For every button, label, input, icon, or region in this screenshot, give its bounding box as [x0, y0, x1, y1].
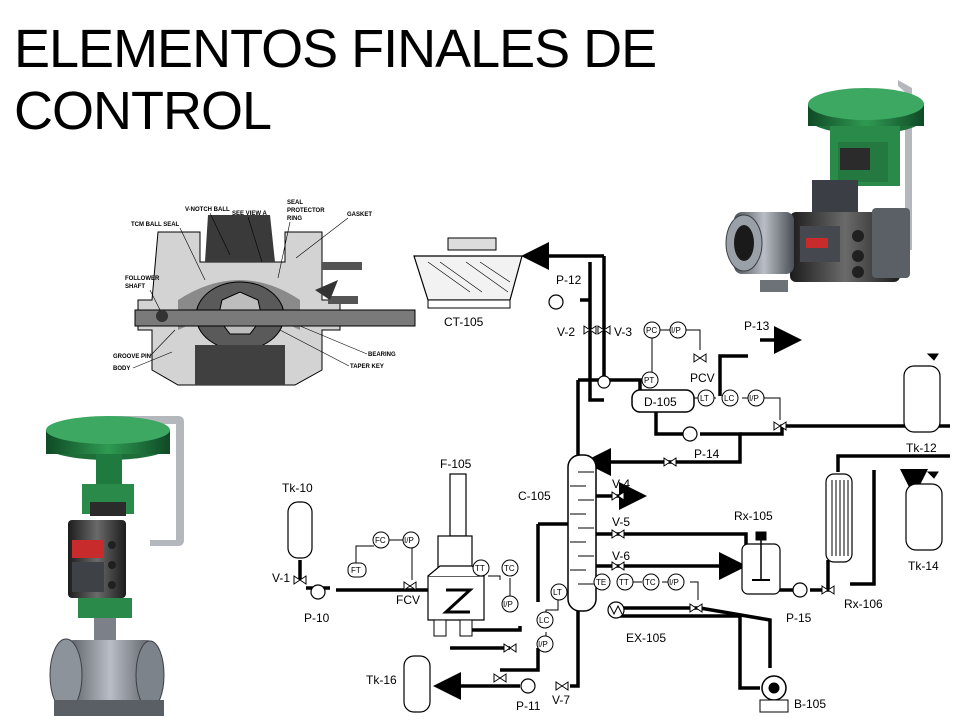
label-rx106: Rx-106 [844, 597, 883, 611]
instrument-tags: PC I/P PT LT LC I/P FC I/P FT TT TC I/P … [351, 326, 759, 649]
label-fcv: FCV [396, 593, 420, 607]
tank-tk12 [903, 353, 941, 433]
svg-text:SEAL: SEAL [287, 200, 303, 206]
svg-text:TCM BALL SEAL: TCM BALL SEAL [131, 222, 180, 228]
rotary-valve-photo [725, 80, 924, 292]
cutaway-labels: V-NOTCH BALL SEE VIEW A SEAL PROTECTOR R… [113, 200, 396, 372]
label-p15: P-15 [786, 611, 812, 625]
tag-lt-1: LT [700, 394, 709, 403]
label-rx105: Rx-105 [734, 509, 773, 523]
furnace-f105 [427, 473, 485, 637]
label-tk16: Tk-16 [366, 673, 397, 687]
svg-text:GROOVE PIN: GROOVE PIN [113, 354, 151, 360]
label-d105: D-105 [644, 395, 677, 409]
label-p12: P-12 [556, 273, 582, 287]
tag-fc: FC [375, 536, 386, 545]
svg-text:FOLLOWER: FOLLOWER [125, 276, 160, 282]
label-v7: V-7 [552, 693, 570, 707]
tag-tt-1: TT [475, 564, 485, 573]
label-v5: V-5 [612, 515, 630, 529]
svg-text:PROTECTOR: PROTECTOR [287, 208, 325, 214]
tag-ip-3: I/P [404, 536, 414, 545]
cooling-tower [413, 237, 523, 309]
ball-valve-cutaway [120, 188, 416, 390]
svg-text:SHAFT: SHAFT [125, 284, 145, 290]
label-v3: V-3 [614, 325, 632, 339]
label-b105: B-105 [794, 697, 826, 711]
page-title: ELEMENTOS FINALES DE CONTROL [14, 19, 657, 141]
label-v2: V-2 [557, 325, 575, 339]
tag-tt-2: TT [619, 578, 629, 587]
column-c105 [567, 454, 597, 612]
tag-pc: PC [646, 326, 657, 335]
tag-ip-6: I/P [669, 578, 679, 587]
label-v1: V-1 [272, 571, 290, 585]
tag-lc-1: LC [724, 394, 734, 403]
tag-ip-4: I/P [503, 600, 513, 609]
tag-tc-1: TC [504, 564, 515, 573]
tag-lt-2: LT [553, 588, 562, 597]
globe-valve-photo [46, 416, 184, 716]
tag-ip-2: I/P [749, 394, 759, 403]
label-ct105: CT-105 [444, 315, 484, 329]
label-p11: P-11 [516, 699, 541, 713]
tag-te: TE [596, 578, 606, 587]
label-f105: F-105 [440, 457, 472, 471]
equipment-labels: CT-105 P-12 V-2 V-3 P-13 PCV D-105 Tk-12… [272, 273, 939, 713]
svg-text:V-NOTCH BALL: V-NOTCH BALL [185, 207, 230, 213]
reactor-rx105 [741, 531, 781, 595]
label-c105: C-105 [518, 489, 551, 503]
svg-text:BODY: BODY [113, 366, 130, 372]
reactor-rx106 [825, 473, 853, 563]
svg-text:GASKET: GASKET [347, 212, 372, 218]
tank-tk14 [905, 471, 943, 551]
label-pcv: PCV [690, 371, 715, 385]
pid-diagram [287, 237, 950, 713]
svg-text:BEARING: BEARING [368, 352, 396, 358]
tag-ip-1: I/P [671, 326, 681, 335]
tag-ip-5: I/P [538, 640, 548, 649]
tag-lc-2: LC [539, 616, 549, 625]
tag-ft: FT [351, 566, 361, 575]
tag-pt: PT [644, 376, 654, 385]
label-tk14: Tk-14 [908, 559, 939, 573]
label-tk12: Tk-12 [906, 441, 937, 455]
label-p14: P-14 [694, 447, 720, 461]
label-p13: P-13 [744, 319, 770, 333]
label-v6: V-6 [612, 549, 630, 563]
label-p10: P-10 [304, 611, 330, 625]
label-v4: V-4 [612, 477, 630, 491]
svg-text:SEE VIEW A: SEE VIEW A [232, 211, 267, 217]
svg-text:TAPER KEY: TAPER KEY [350, 364, 384, 370]
svg-text:RING: RING [287, 216, 302, 222]
label-tk10: Tk-10 [282, 481, 313, 495]
label-ex105: EX-105 [626, 631, 666, 645]
tag-tc-2: TC [645, 578, 656, 587]
